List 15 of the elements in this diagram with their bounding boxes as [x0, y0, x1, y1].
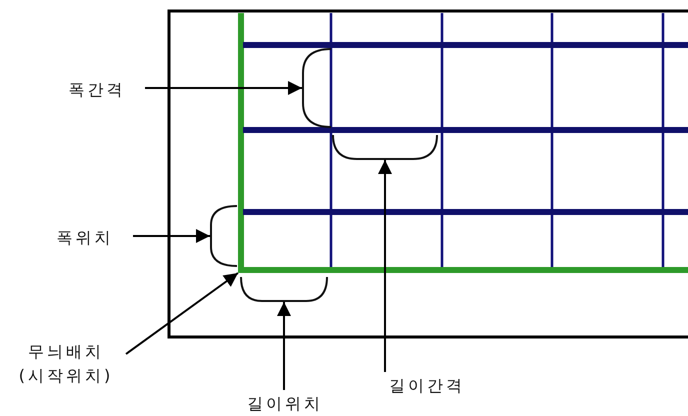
- callout-label: 무늬배치 (시작위치): [6, 340, 126, 388]
- arrow: [378, 160, 392, 372]
- arrow: [133, 229, 210, 243]
- callout-label: 폭간격: [52, 78, 142, 102]
- bracket: [210, 205, 238, 267]
- arrow: [125, 272, 239, 355]
- bracket: [332, 134, 438, 160]
- bracket: [240, 276, 328, 302]
- callout-label: 길이위치: [230, 392, 340, 416]
- line-corner: [238, 250, 262, 273]
- callout-label: 폭위치: [40, 226, 130, 250]
- arrow: [277, 302, 291, 390]
- callout-label: 길이간격: [372, 374, 482, 398]
- bracket: [302, 48, 332, 128]
- arrow: [145, 81, 302, 95]
